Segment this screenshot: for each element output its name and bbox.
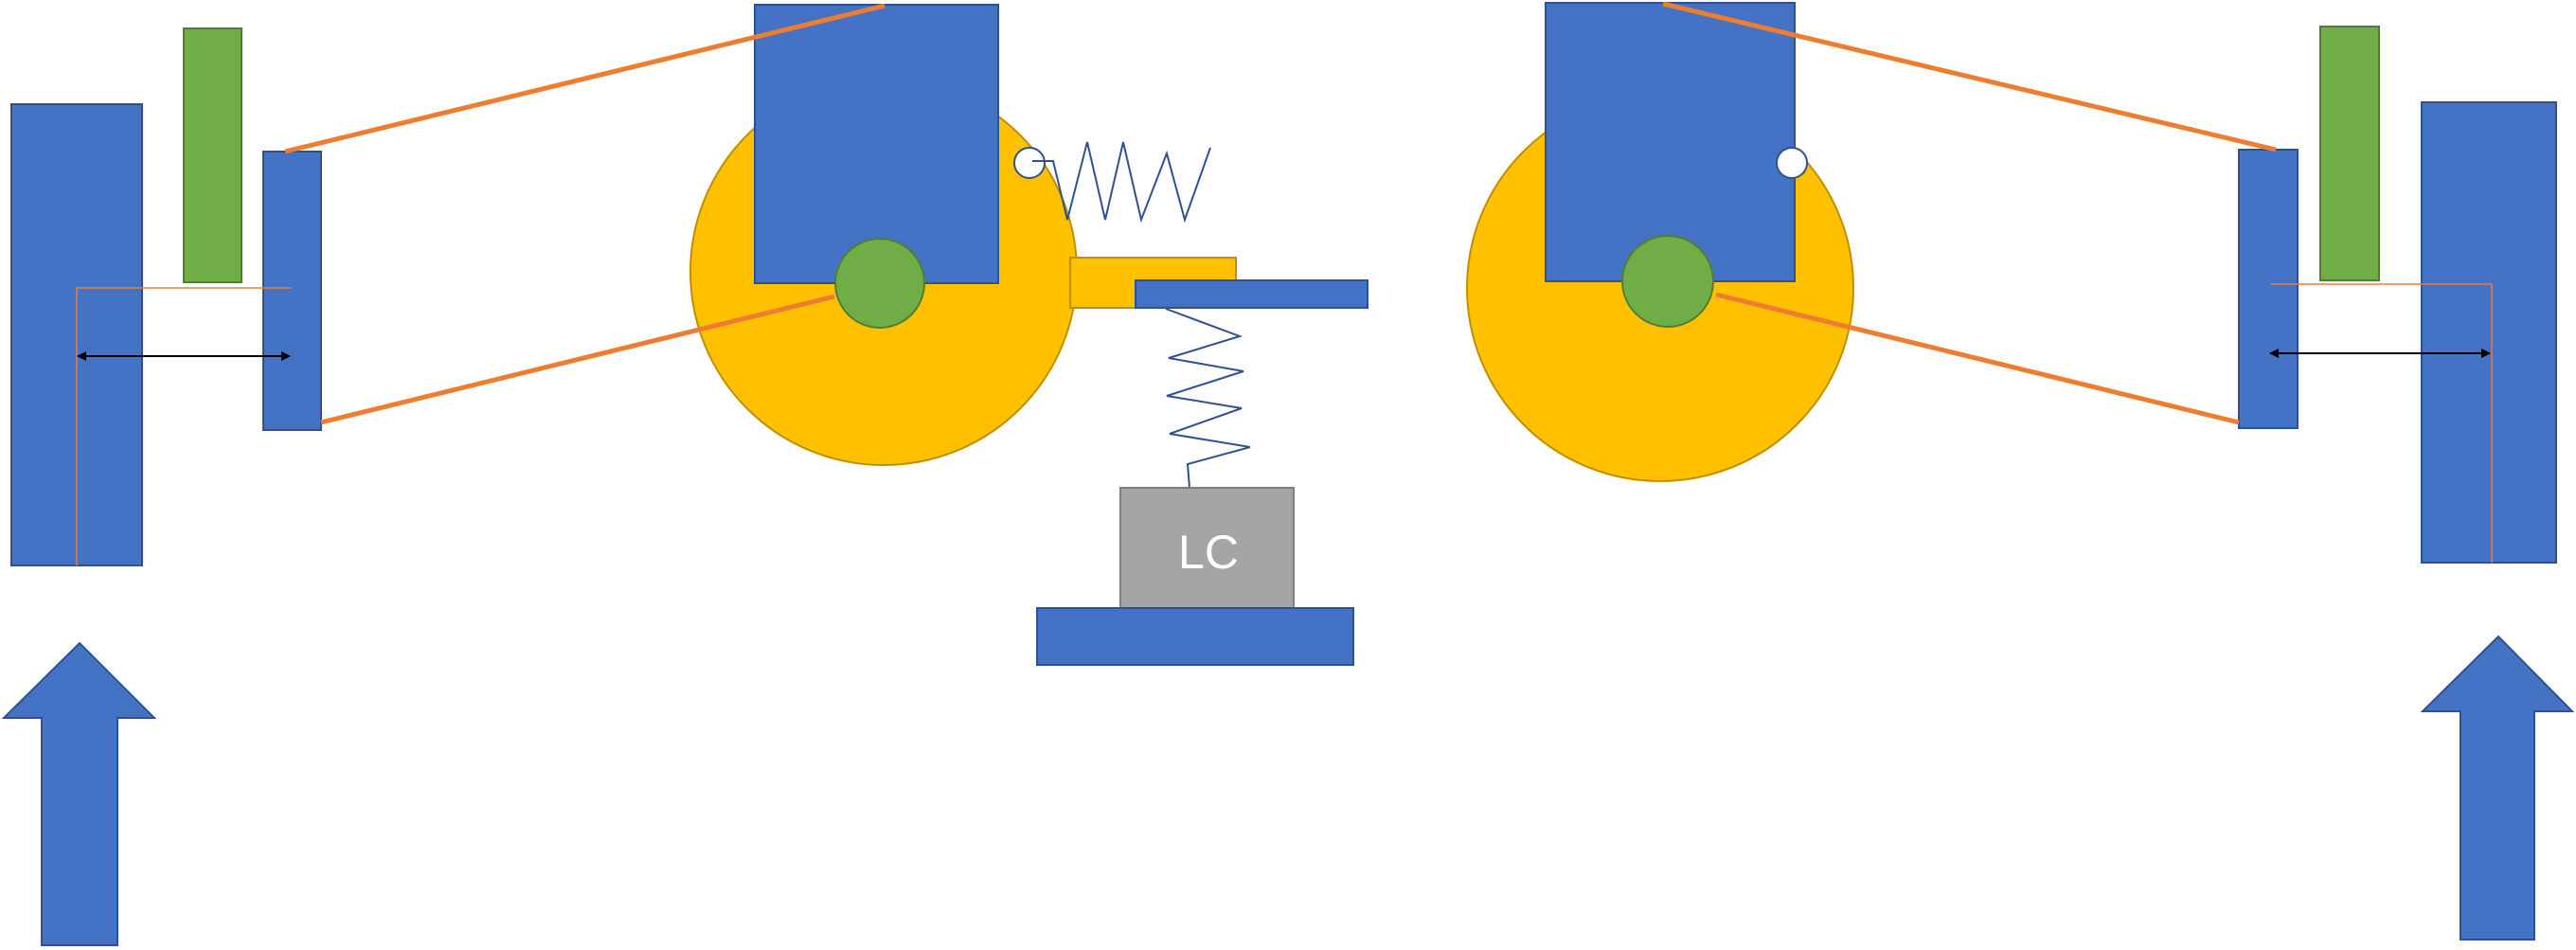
left-green-bar: [183, 27, 242, 283]
left-up-arrow: [1, 641, 157, 946]
right-pulley-block: [1545, 2, 1796, 282]
right-anchor-pin: [1776, 147, 1808, 179]
base-plate: [1036, 607, 1354, 666]
right-inner-plate: [2238, 149, 2299, 429]
right-up-arrow: [2420, 635, 2575, 941]
lever-plate: [1135, 279, 1368, 309]
load-cell-box: [1119, 487, 1295, 609]
left-pivot-pin: [834, 238, 925, 329]
left-assembly: [1, 27, 322, 946]
left-pulley-assembly: [284, 3, 1368, 466]
left-inner-plate: [262, 151, 322, 431]
right-cable-top: [1662, 1, 2277, 152]
left-spring-anchor: [1013, 147, 1046, 179]
left-cable-top: [284, 3, 886, 154]
left-gap-guide-line: [76, 287, 291, 565]
right-pivot-pin: [1621, 235, 1714, 328]
right-green-bar: [2319, 26, 2380, 281]
right-cable-bottom: [1715, 292, 2240, 425]
left-cable-bottom: [320, 294, 835, 425]
right-pulley-assembly: [1466, 1, 2277, 482]
right-outer-plate: [2421, 101, 2557, 564]
right-gap-guide-line: [2271, 283, 2493, 563]
left-pulley-block: [754, 4, 999, 284]
right-assembly: [2238, 26, 2575, 941]
load-cell-label: LC: [1178, 526, 1239, 579]
horizontal-spring: [1032, 141, 1211, 224]
vertical-spring: [1165, 308, 1251, 489]
load-cell-assembly: LC: [1036, 308, 1354, 666]
